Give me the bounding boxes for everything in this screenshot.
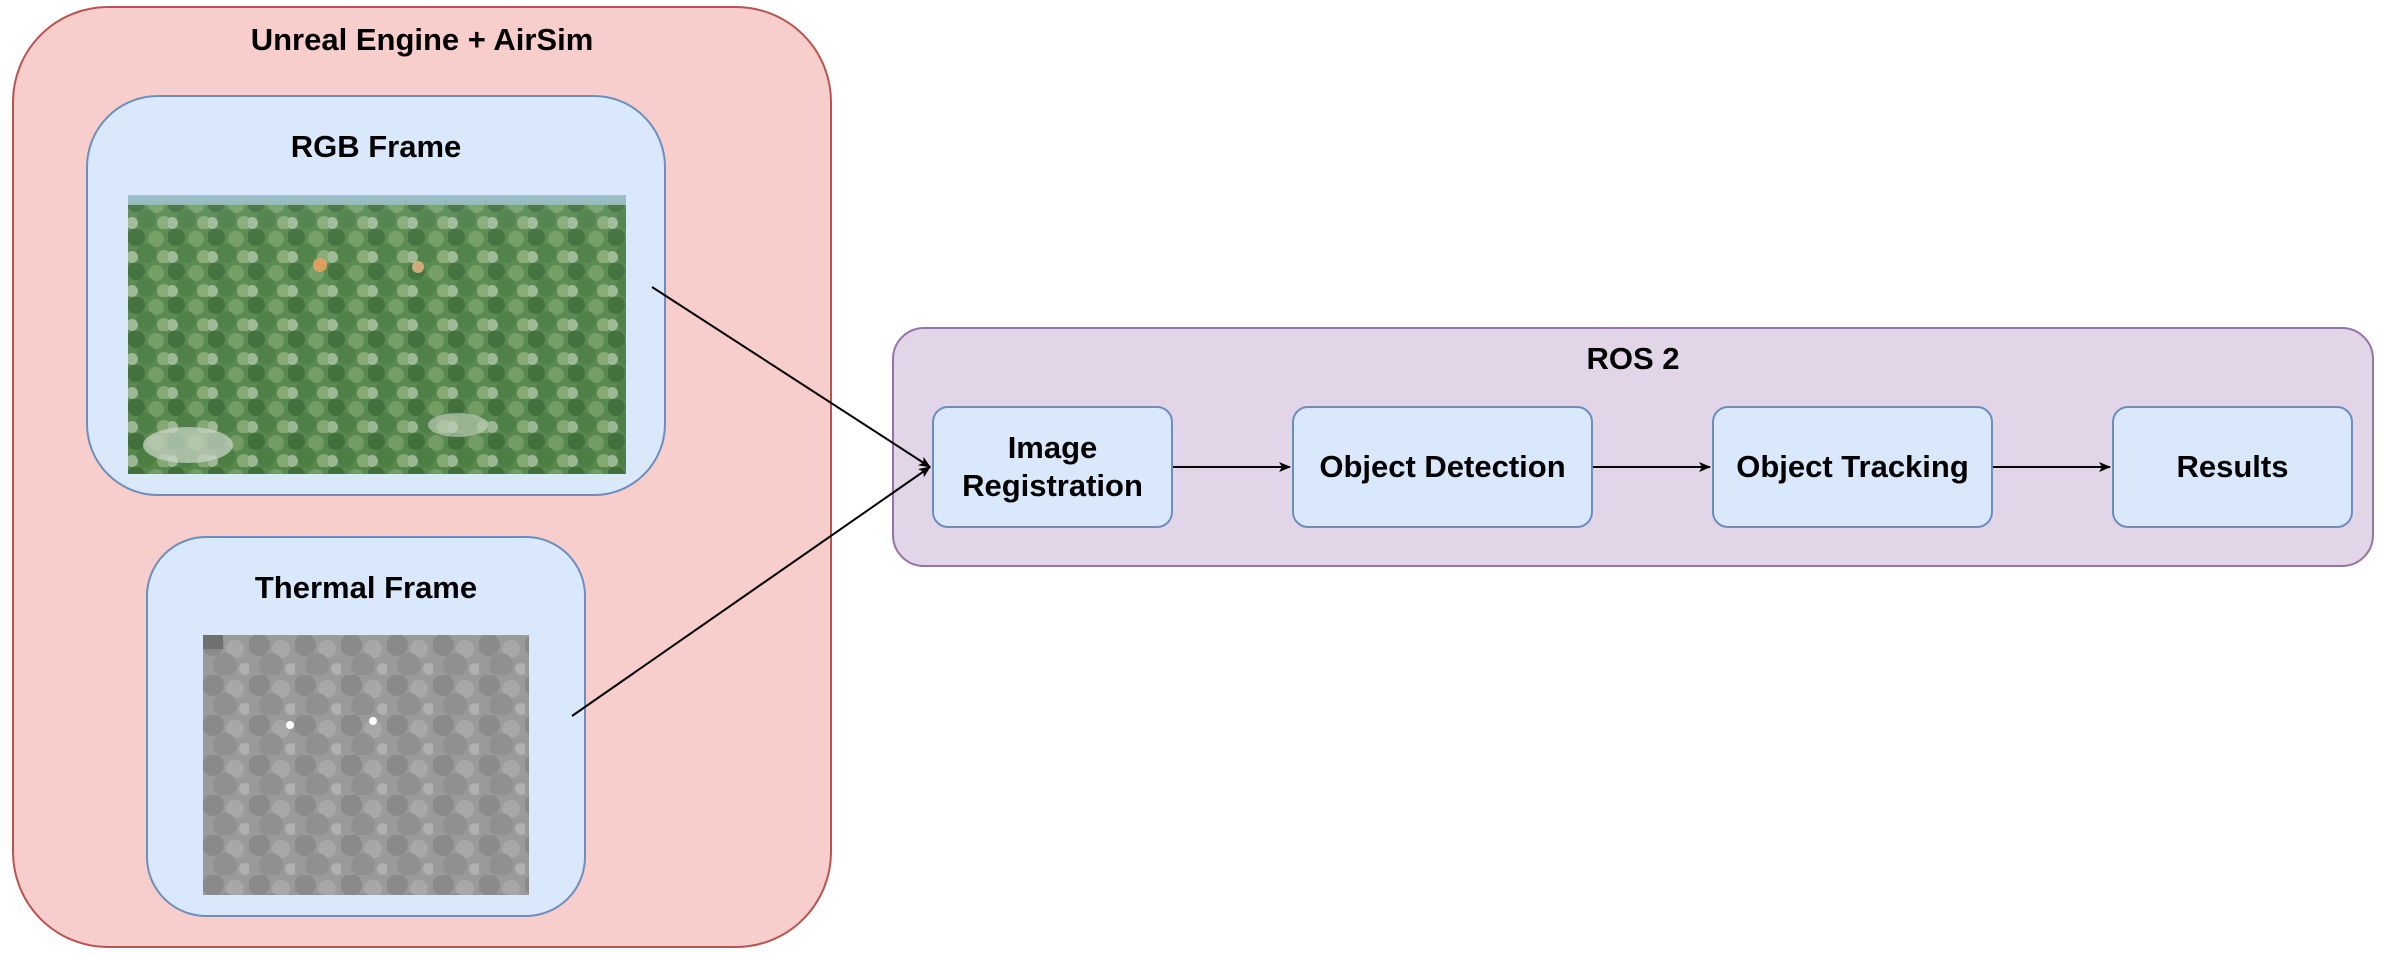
rgb-frame-title: RGB Frame (290, 129, 462, 164)
rgb-frame-image (128, 195, 626, 474)
results-node: Results (2112, 406, 2353, 528)
thermal-frame-panel: Thermal Frame (146, 536, 586, 917)
thermal-frame-image (203, 635, 529, 895)
thermal-frame-title: Thermal Frame (254, 570, 478, 605)
object-detection-node: Object Detection (1292, 406, 1593, 528)
rgb-frame-panel: RGB Frame (86, 95, 666, 496)
image-registration-node: Image Registration (932, 406, 1173, 528)
ros2-title: ROS 2 (1586, 341, 1680, 376)
object-tracking-node: Object Tracking (1712, 406, 1993, 528)
unreal-airsim-title: Unreal Engine + AirSim (250, 22, 594, 57)
unreal-airsim-group: Unreal Engine + AirSim RGB Frame (12, 6, 832, 948)
